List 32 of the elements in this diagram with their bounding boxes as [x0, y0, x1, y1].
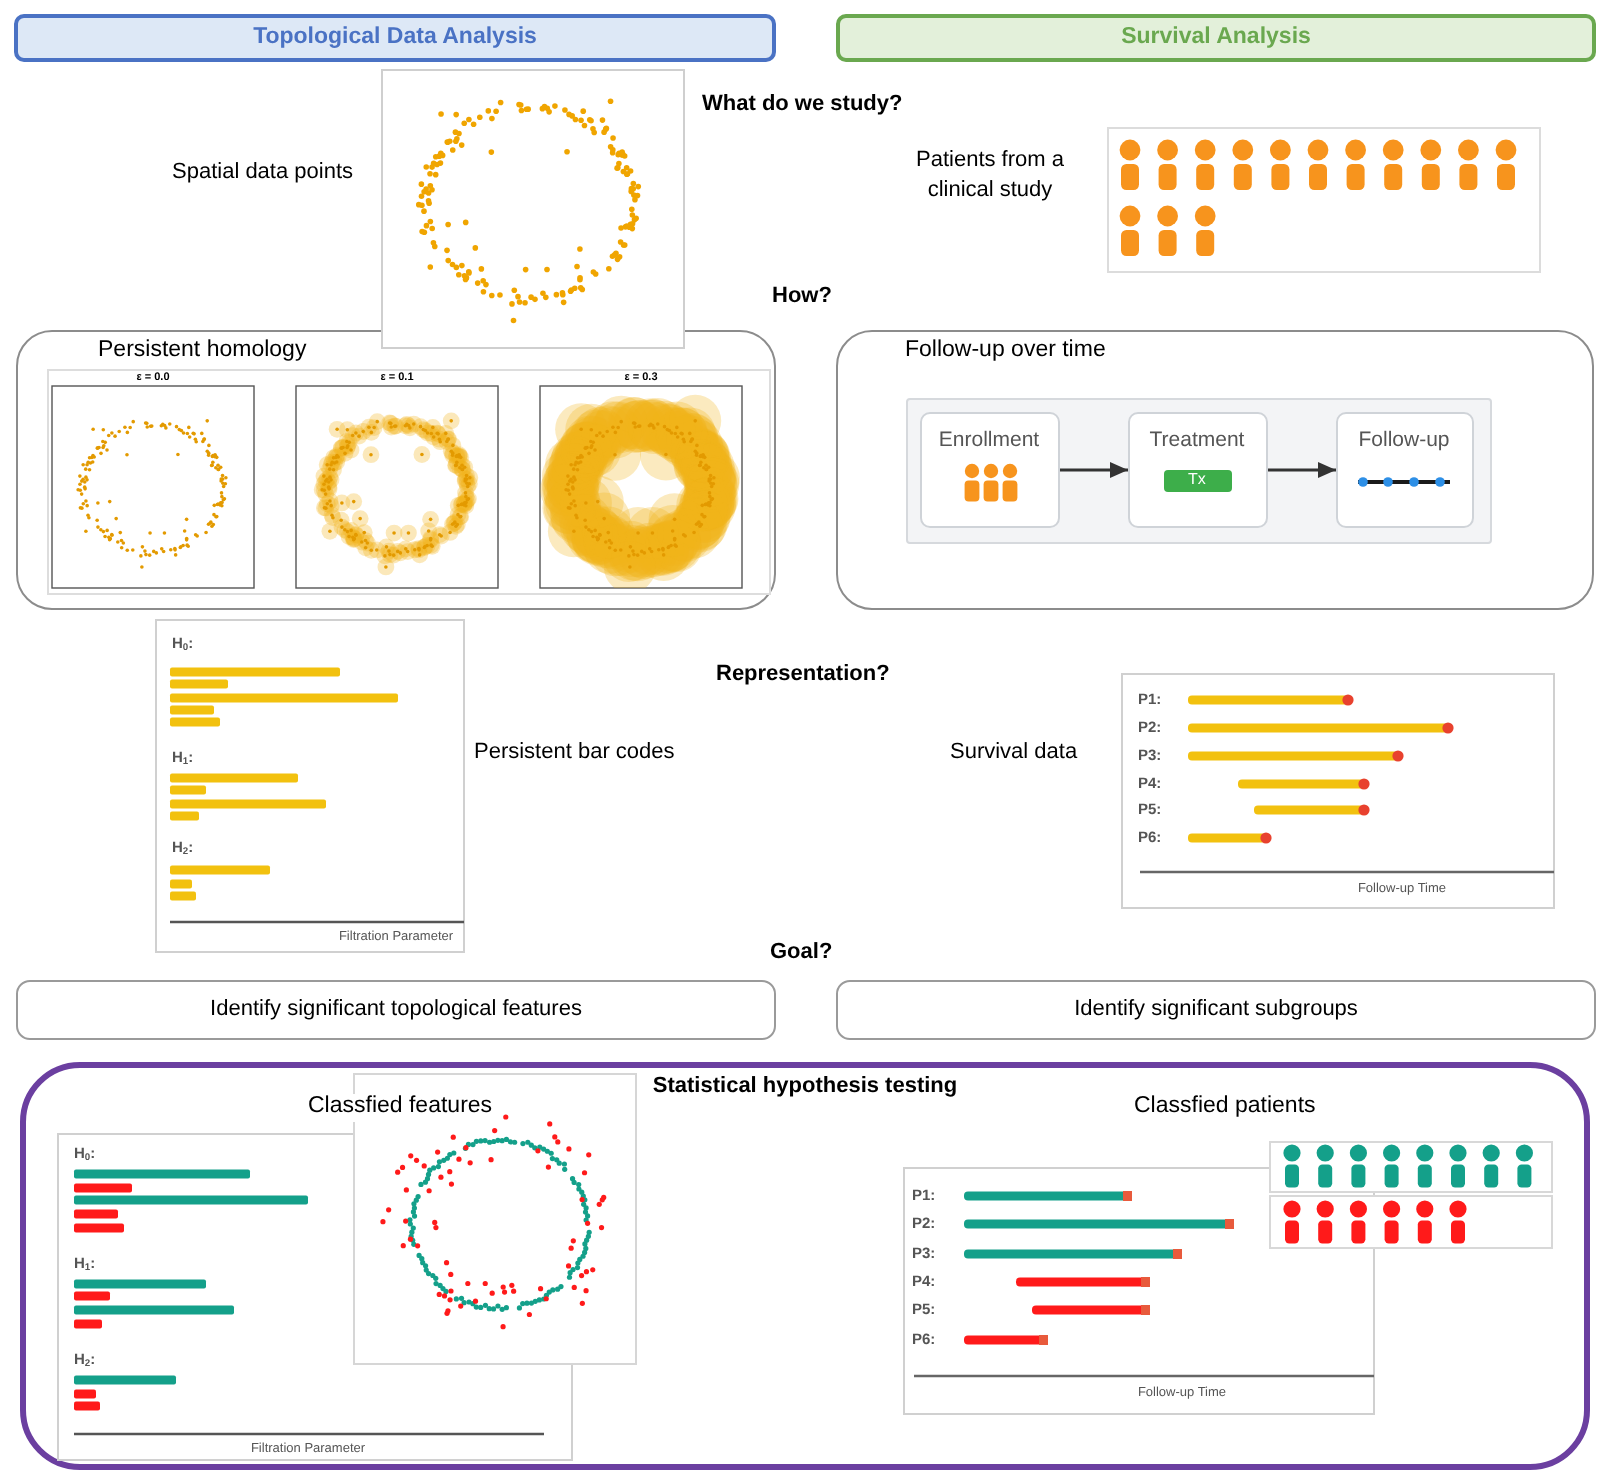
- question-heading: How?: [772, 283, 832, 309]
- arrow: [1060, 462, 1128, 478]
- section-header: [836, 14, 1596, 62]
- section-header: [14, 14, 776, 62]
- goal-label: Identify significant topological features: [210, 997, 582, 1023]
- arrow: [1268, 462, 1336, 478]
- panel-title: Statistical hypothesis testing: [652, 1074, 958, 1100]
- question-heading: What do we study?: [702, 91, 903, 117]
- panel-title: Persistent homology: [98, 338, 307, 365]
- step-label: Follow-up: [1358, 427, 1450, 452]
- step-label: Enrollment: [938, 427, 1040, 452]
- goal-box: [16, 980, 776, 1040]
- caption-text: Spatial data points: [172, 159, 354, 185]
- question-heading: Goal?: [770, 939, 833, 965]
- caption-text: Survival data: [950, 739, 1078, 765]
- question-heading: Representation?: [716, 661, 890, 687]
- header-title: Survival Analysis: [1121, 24, 1311, 52]
- workflow-panel: [905, 397, 1491, 543]
- treatment-tag: Tx: [1163, 469, 1231, 491]
- caption-text: Persistent bar codes: [474, 739, 675, 765]
- step-card: [919, 411, 1059, 527]
- goal-box: [836, 980, 1596, 1040]
- goal-label: Identify significant subgroups: [1074, 997, 1358, 1023]
- step-card: [1335, 411, 1473, 527]
- method-panel: [836, 330, 1594, 610]
- panel-title: Follow-up over time: [905, 338, 1106, 365]
- step-card: [1127, 411, 1267, 527]
- caption-text: Patients from a clinical study: [914, 145, 1066, 205]
- caption-text: Classfied patients: [1134, 1094, 1316, 1122]
- header-title: Topological Data Analysis: [253, 24, 537, 52]
- step-label: Treatment: [1149, 427, 1245, 452]
- caption-text: Classfied features: [308, 1094, 493, 1122]
